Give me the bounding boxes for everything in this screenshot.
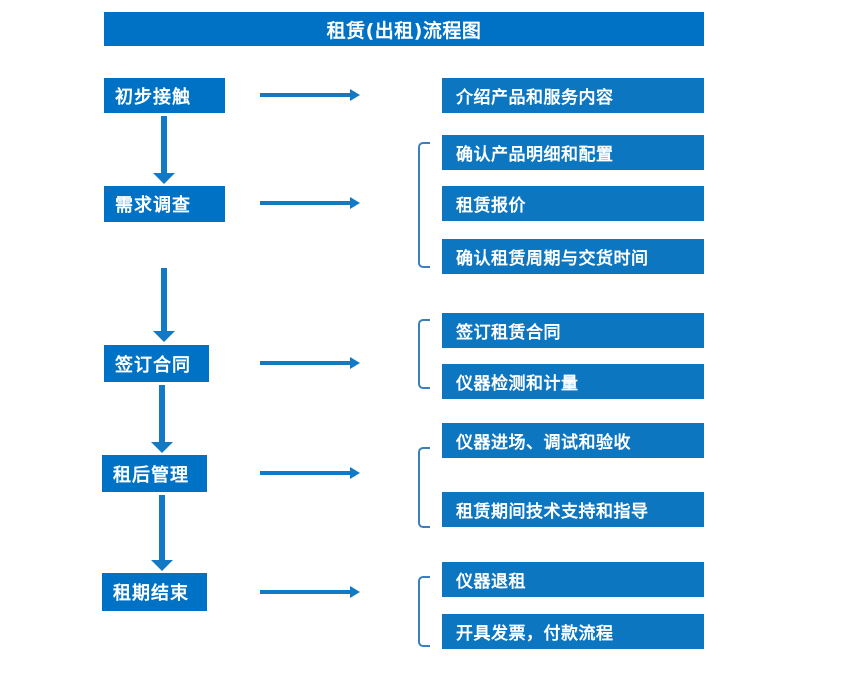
detail-arrow-5 bbox=[260, 586, 360, 598]
detail-label: 租赁期间技术支持和指导 bbox=[456, 502, 649, 522]
detail-box-3-1[interactable]: 签订租赁合同 bbox=[442, 313, 704, 348]
detail-box-2-1[interactable]: 确认产品明细和配置 bbox=[442, 135, 704, 170]
arrow-head bbox=[153, 173, 175, 184]
detail-arrow-4 bbox=[260, 467, 360, 479]
group-bracket-3 bbox=[418, 319, 430, 389]
detail-arrow-3 bbox=[260, 357, 360, 369]
detail-box-3-2[interactable]: 仪器检测和计量 bbox=[442, 364, 704, 399]
detail-label: 确认产品明细和配置 bbox=[456, 145, 614, 165]
detail-box-2-2[interactable]: 租赁报价 bbox=[442, 186, 704, 221]
arrow-stem bbox=[260, 471, 350, 475]
arrow-stem bbox=[260, 361, 350, 365]
detail-label: 开具发票，付款流程 bbox=[456, 624, 614, 644]
stage-label-5: 租期结束 bbox=[113, 583, 189, 604]
detail-label: 签订租赁合同 bbox=[456, 323, 561, 343]
flow-arrow-3-to-4 bbox=[151, 385, 173, 453]
arrow-head bbox=[350, 586, 360, 598]
arrow-head bbox=[151, 442, 173, 453]
detail-box-5-1[interactable]: 仪器退租 bbox=[442, 562, 704, 597]
flow-arrow-4-to-5 bbox=[151, 495, 173, 571]
detail-arrow-1 bbox=[260, 89, 360, 101]
group-bracket-2 bbox=[418, 142, 430, 268]
arrow-stem bbox=[161, 116, 167, 173]
detail-label: 仪器检测和计量 bbox=[456, 374, 579, 394]
stage-box-3[interactable]: 签订合同 bbox=[104, 345, 209, 382]
detail-arrow-2 bbox=[260, 197, 360, 209]
detail-label: 仪器退租 bbox=[456, 572, 526, 592]
arrow-head bbox=[153, 331, 175, 342]
group-bracket-4 bbox=[418, 447, 430, 528]
arrow-head bbox=[350, 197, 360, 209]
detail-box-4-1[interactable]: 仪器进场、调试和验收 bbox=[442, 423, 704, 458]
arrow-head bbox=[350, 467, 360, 479]
stage-label-1: 初步接触 bbox=[115, 86, 191, 108]
arrow-head bbox=[151, 560, 173, 571]
arrow-head bbox=[350, 357, 360, 369]
stage-label-2: 需求调查 bbox=[115, 195, 191, 216]
detail-label: 仪器进场、调试和验收 bbox=[456, 433, 631, 453]
stage-box-4[interactable]: 租后管理 bbox=[102, 455, 207, 492]
arrow-stem bbox=[260, 590, 350, 594]
arrow-stem bbox=[159, 385, 165, 442]
stage-box-1[interactable]: 初步接触 bbox=[104, 78, 225, 113]
group-bracket-5 bbox=[418, 576, 430, 647]
arrow-stem bbox=[159, 495, 165, 560]
arrow-stem bbox=[161, 268, 167, 331]
arrow-stem bbox=[260, 201, 350, 205]
stage-label-3: 签订合同 bbox=[115, 354, 191, 376]
detail-box-4-2[interactable]: 租赁期间技术支持和指导 bbox=[442, 492, 704, 527]
stage-box-2[interactable]: 需求调查 bbox=[104, 186, 225, 222]
detail-box-5-2[interactable]: 开具发票，付款流程 bbox=[442, 614, 704, 649]
stage-box-5[interactable]: 租期结束 bbox=[102, 573, 207, 611]
diagram-title: 租赁(出租)流程图 bbox=[104, 12, 704, 46]
stage-label-4: 租后管理 bbox=[113, 464, 189, 486]
detail-label: 介绍产品和服务内容 bbox=[456, 88, 614, 108]
flow-arrow-1-to-2 bbox=[153, 116, 175, 184]
detail-label: 确认租赁周期与交货时间 bbox=[456, 249, 649, 269]
detail-box-1-1[interactable]: 介绍产品和服务内容 bbox=[442, 78, 704, 113]
arrow-stem bbox=[260, 93, 350, 97]
detail-box-2-3[interactable]: 确认租赁周期与交货时间 bbox=[442, 239, 704, 274]
flow-arrow-2-to-3 bbox=[153, 268, 175, 342]
detail-label: 租赁报价 bbox=[456, 196, 526, 216]
arrow-head bbox=[350, 89, 360, 101]
